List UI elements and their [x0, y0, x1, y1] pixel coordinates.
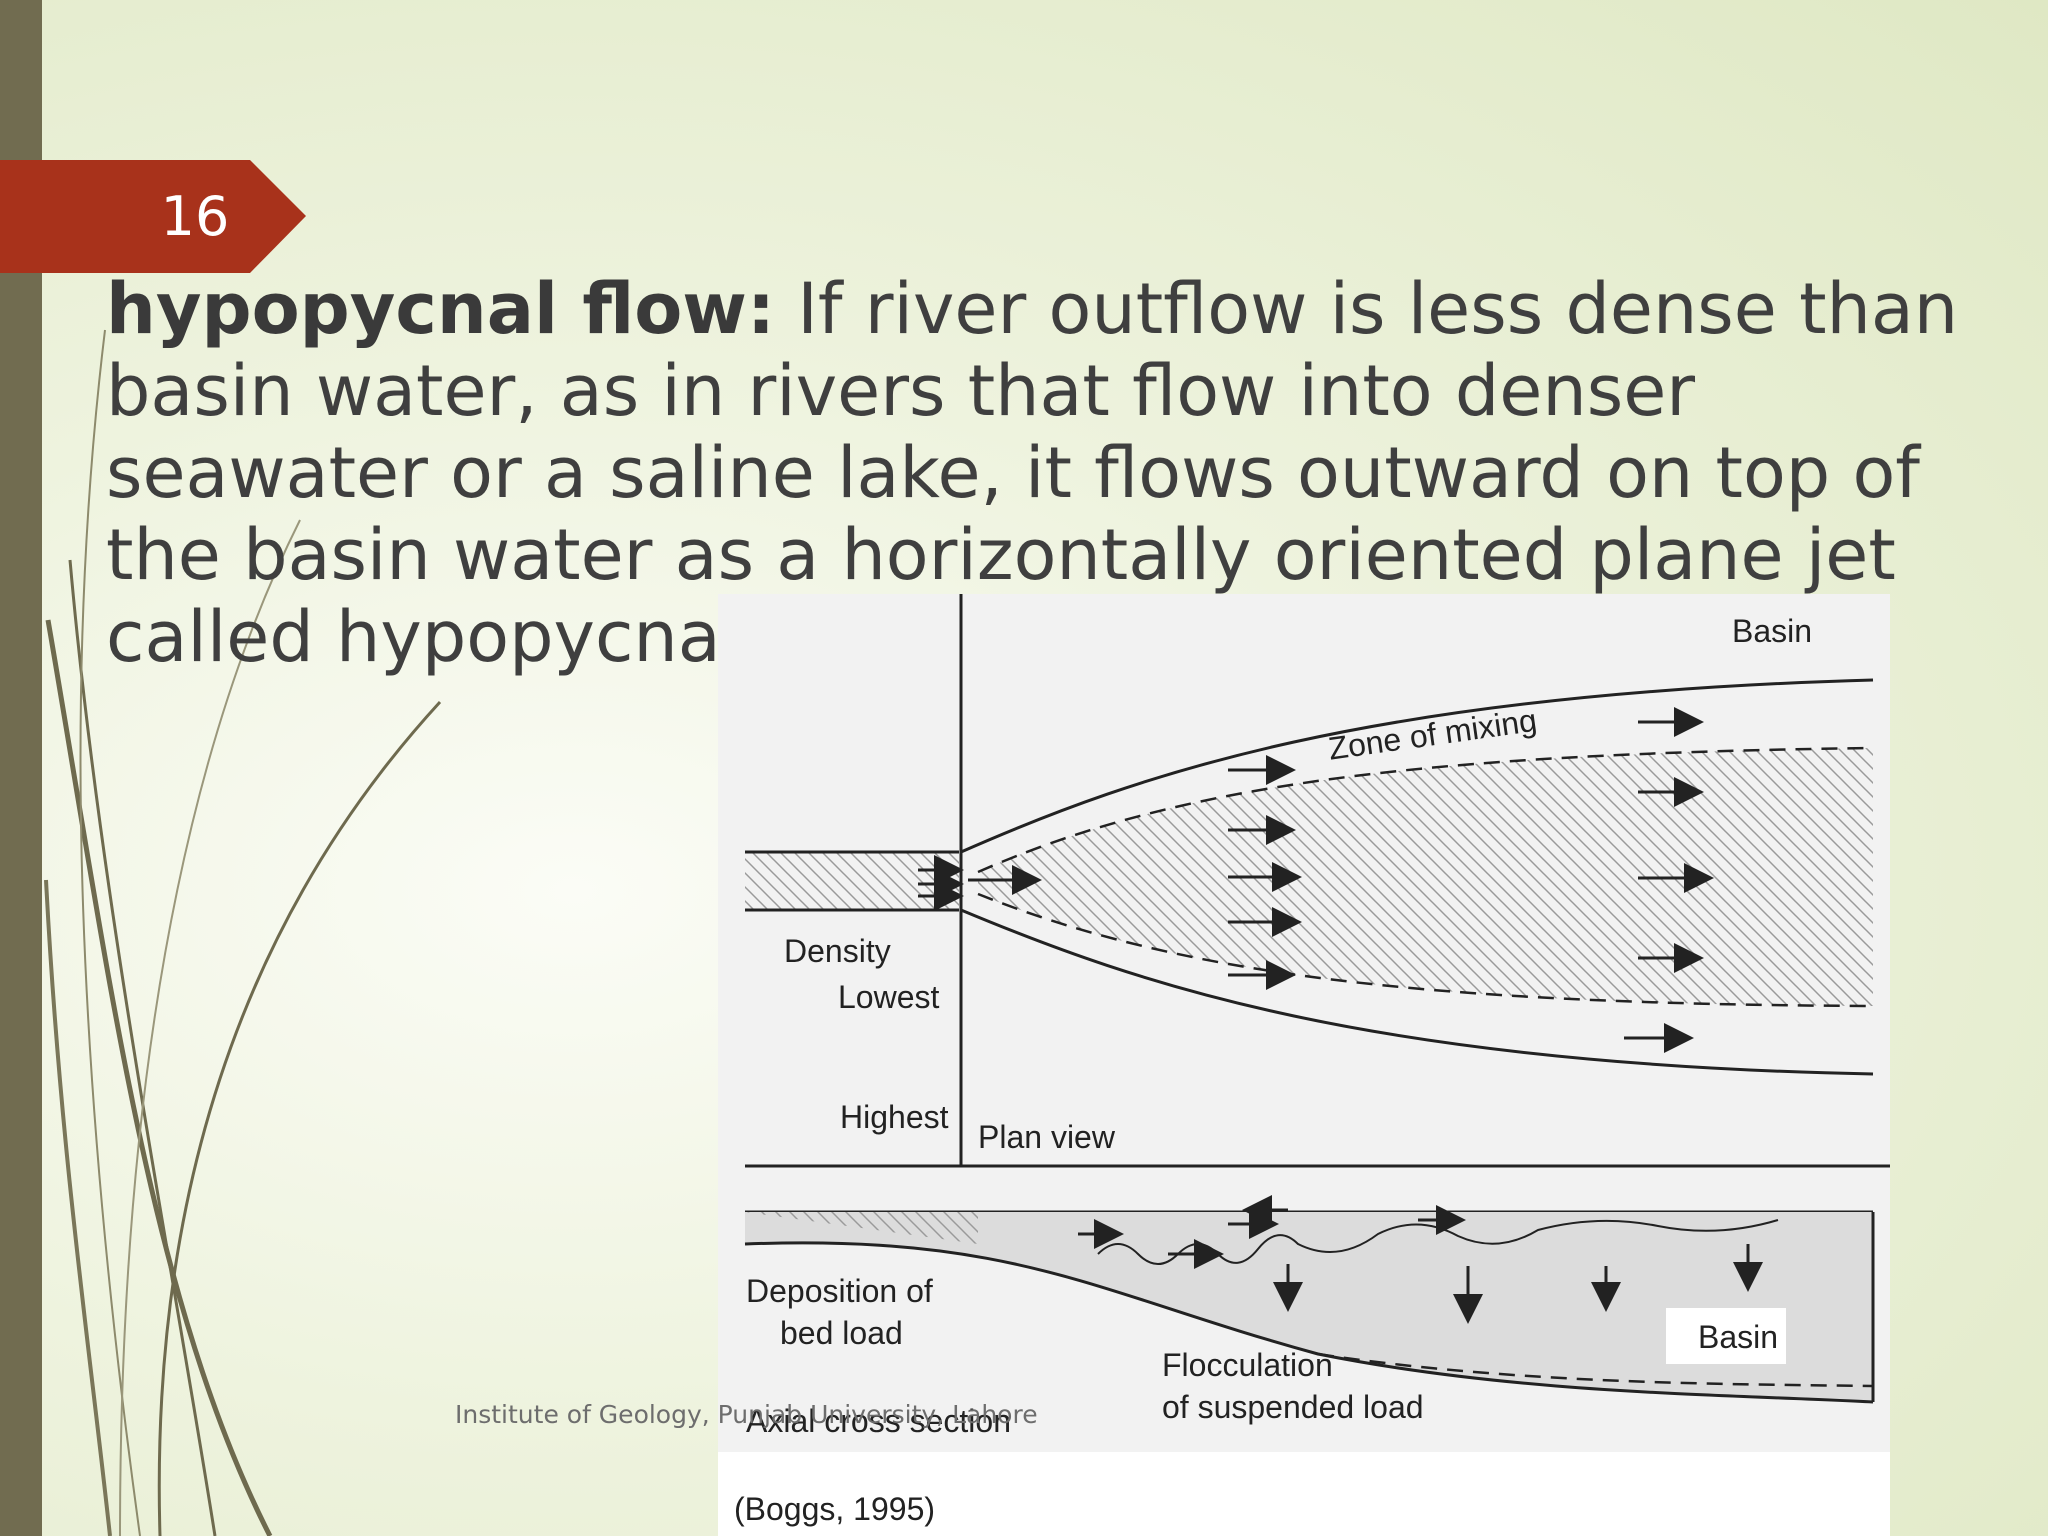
footer-institution: Institute of Geology, Punjab University,…	[455, 1400, 1038, 1429]
term-heading: hypopycnal flow:	[106, 268, 775, 350]
label-plan-view: Plan view	[978, 1119, 1115, 1155]
slide-number: 16	[160, 185, 230, 248]
label-density: Density	[784, 933, 891, 969]
label-flocculation-1: Flocculation	[1162, 1347, 1333, 1383]
label-lowest: Lowest	[838, 979, 940, 1015]
label-deposition-2: bed load	[780, 1315, 903, 1351]
label-basin-bottom: Basin	[1698, 1319, 1779, 1355]
figure-citation: (Boggs, 1995)	[734, 1491, 936, 1527]
body-description: If river outflow is less dense than basi…	[106, 268, 1959, 678]
label-flocculation-2: of suspended load	[1162, 1389, 1424, 1425]
label-basin-top: Basin	[1732, 613, 1813, 649]
label-axial-cross-section: Axial cross section	[746, 1403, 1011, 1439]
slide-number-tab	[0, 160, 306, 273]
hypopycnal-flow-diagram: Basin Zone of mixing Density Lowest High…	[718, 594, 1890, 1536]
body-paragraph: hypopycnal flow: If river outflow is les…	[106, 268, 2006, 678]
label-highest: Highest	[840, 1099, 949, 1135]
label-deposition-1: Deposition of	[746, 1273, 933, 1309]
